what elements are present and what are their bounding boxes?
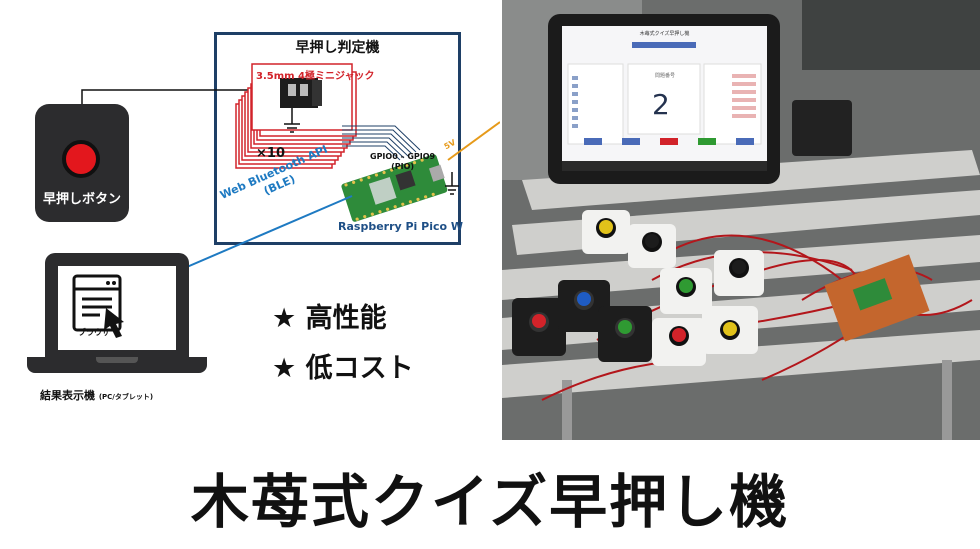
quiz-buttons: [512, 210, 764, 366]
laptop-base: [27, 357, 207, 373]
tablet-ui: [567, 42, 762, 145]
tablet-question-label: 問題番号: [655, 73, 676, 79]
button-blue-black: [558, 280, 610, 332]
gpio-label: GPIO0 – GPIO9 (PIO): [370, 152, 435, 172]
feature-low-cost: ★ 低コスト: [272, 353, 414, 384]
button-yellow-top: [582, 210, 630, 254]
tablet-app-title: 木苺式クイズ早押し機: [639, 31, 690, 37]
minijack-icon: [280, 78, 322, 108]
ground-icon-2: [445, 172, 459, 195]
judge-title: 早押し判定機: [295, 40, 380, 56]
power-arrow: [447, 121, 500, 161]
button-red-black: [512, 298, 566, 356]
tablet-question-number: 2: [652, 88, 670, 121]
button-wire: [81, 89, 300, 104]
browser-icon: [72, 274, 124, 338]
pio-label: (PIO): [391, 162, 415, 171]
button-black-right: [714, 250, 764, 296]
red-button-icon: [62, 140, 100, 178]
gpio-bus: [342, 125, 421, 161]
button-label: 早押しボタン: [42, 192, 121, 207]
pico-w-board: [341, 154, 448, 222]
result-label: 結果表示機 (PC/タブレット): [40, 387, 153, 403]
button-red-white: [652, 318, 706, 366]
gpio-range: GPIO0 – GPIO9: [370, 152, 436, 161]
pico-label: Raspberry Pi Pico W: [338, 220, 464, 233]
tablet-navbar: [562, 161, 767, 171]
power-box: [792, 100, 852, 156]
jack-label: 3.5mm 4極ミニジャック: [256, 71, 375, 82]
multiplier-label: ×10: [256, 146, 285, 161]
browser-label: ブラウザ: [78, 328, 110, 337]
result-sub: (PC/タブレット): [98, 393, 154, 401]
button-black-top: [628, 224, 676, 268]
result-main: 結果表示機: [40, 389, 95, 402]
feature-performance: ★ 高性能: [272, 303, 387, 334]
ground-icon-1: [284, 108, 300, 133]
button-green-mid: [660, 268, 712, 314]
button-yellow-white: [702, 306, 758, 354]
laptop-notch: [96, 357, 138, 363]
button-green-black: [598, 306, 652, 362]
main-title: 木苺式クイズ早押し機: [190, 468, 790, 536]
circuit-drawing: [81, 63, 500, 292]
